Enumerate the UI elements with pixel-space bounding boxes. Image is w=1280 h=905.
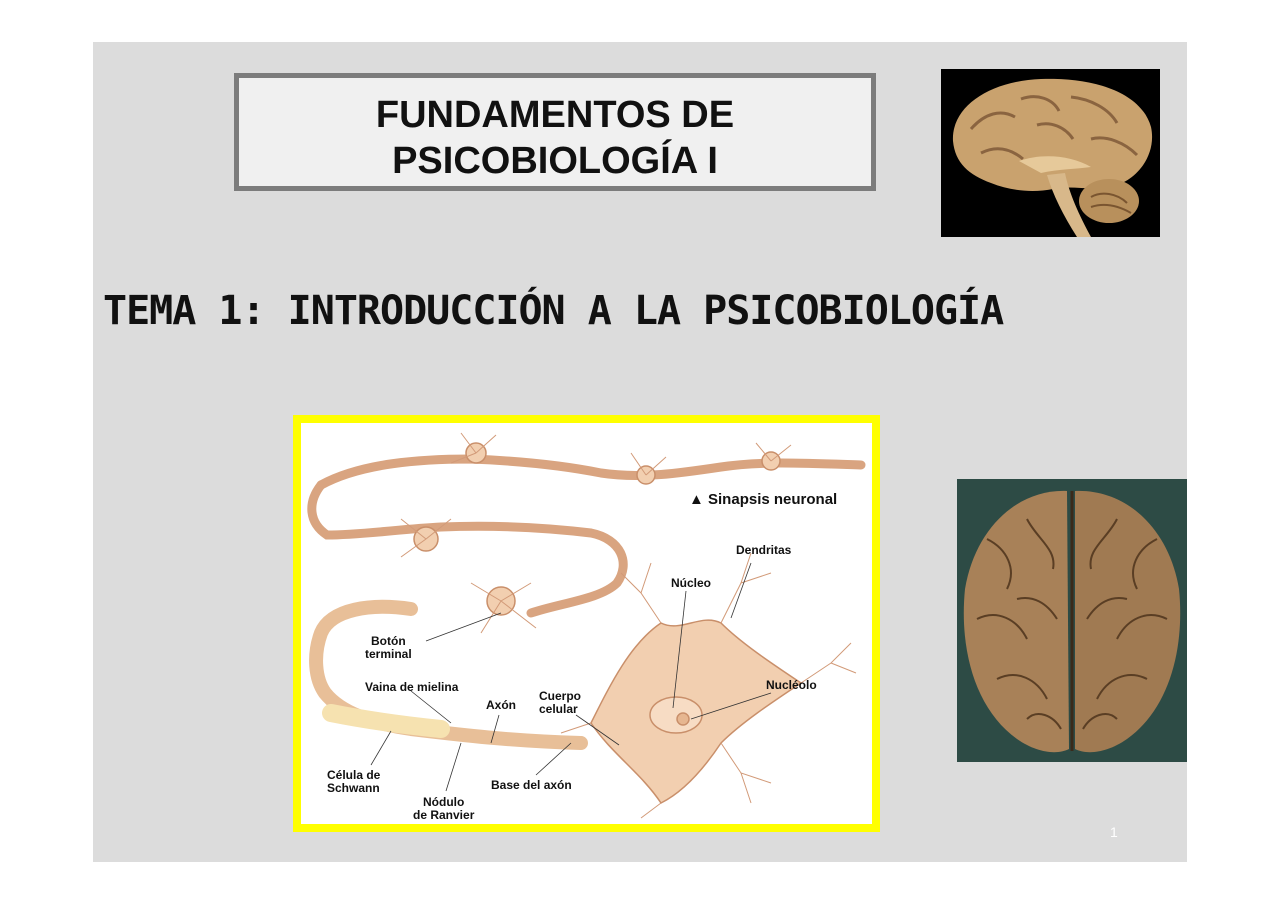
label-boton-1: Botón xyxy=(371,634,406,648)
label-base-axon: Base del axón xyxy=(491,778,572,792)
sagittal-brain-image xyxy=(941,69,1160,237)
label-axon: Axón xyxy=(486,698,516,712)
label-sinapsis: ▲ Sinapsis neuronal xyxy=(689,491,838,508)
label-nucleo: Núcleo xyxy=(671,576,712,590)
label-nodulo-1: Nódulo xyxy=(423,795,465,809)
label-nucleolo: Nucléolo xyxy=(766,678,817,692)
label-cuerpo-1: Cuerpo xyxy=(539,689,581,703)
label-cuerpo-2: celular xyxy=(539,702,578,716)
title-line-1: FUNDAMENTOS DE xyxy=(375,94,735,136)
title-box: FUNDAMENTOS DE PSICOBIOLOGÍA I xyxy=(234,73,876,191)
label-dendritas: Dendritas xyxy=(736,543,792,557)
page-number: 1 xyxy=(1110,824,1118,840)
brain-top-view-image xyxy=(957,479,1187,762)
neuron-illustration xyxy=(307,432,866,819)
label-celula-1: Célula de xyxy=(327,768,381,782)
label-nodulo-2: de Ranvier xyxy=(413,808,475,822)
label-vaina: Vaina de mielina xyxy=(365,680,459,694)
neuron-diagram: ▲ Sinapsis neuronal Dendritas Núcleo Bot… xyxy=(293,415,880,832)
slide-subtitle: TEMA 1: INTRODUCCIÓN A LA PSICOBIOLOGÍA xyxy=(103,288,1004,334)
label-celula-2: Schwann xyxy=(327,781,380,795)
title-line-2: PSICOBIOLOGÍA I xyxy=(392,140,718,182)
label-boton-2: terminal xyxy=(365,647,412,661)
